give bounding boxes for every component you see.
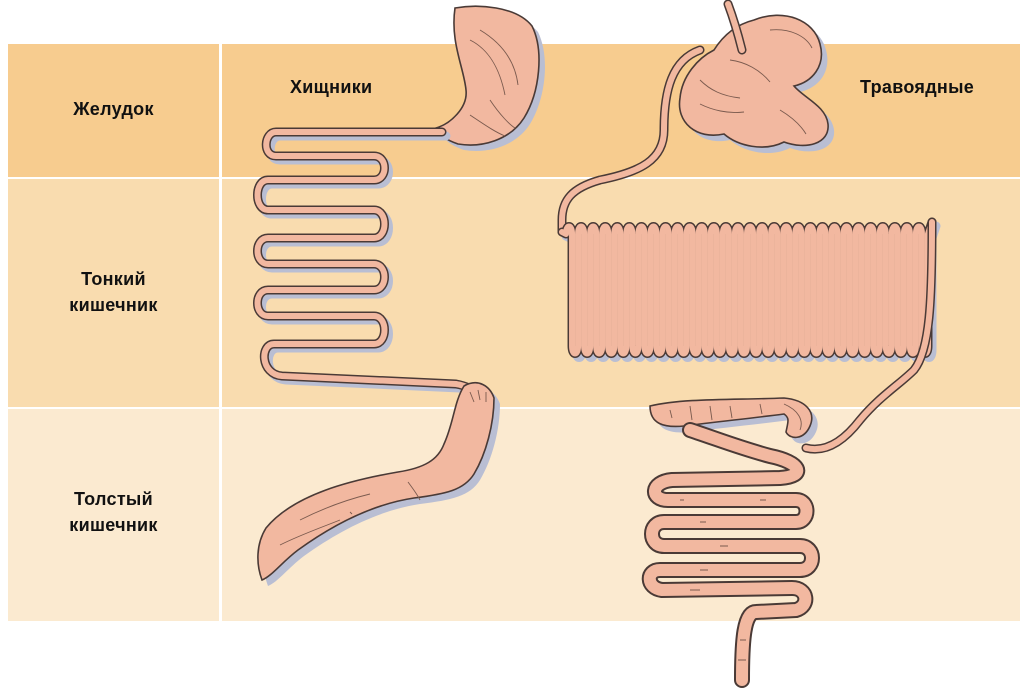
herbivore-ileum [801, 217, 937, 454]
row-label-large-intestine: Толстый кишечник [8, 486, 219, 538]
row-label-stomach: Желудок [8, 96, 219, 122]
large-intestine-row-band [8, 409, 1020, 621]
row-label-small-intestine-line2: кишечник [69, 295, 158, 315]
herbivore-duodenum [557, 45, 705, 237]
column-header-herbivores: Травоядные [860, 77, 975, 97]
row-label-small-intestine-line1: Тонкий [81, 269, 146, 289]
herbivore-large-intestine [641, 397, 820, 688]
row-label-small-intestine: Тонкий кишечник [8, 266, 219, 318]
row-label-stomach-line1: Желудок [73, 99, 154, 119]
column-header-carnivores: Хищники [290, 77, 373, 97]
carnivore-tract [253, 5, 545, 586]
herbivore-small-intestine [557, 217, 941, 362]
carnivore-large-intestine [257, 382, 500, 586]
herbivore-stomach [678, 0, 835, 154]
row-label-large-intestine-line1: Толстый [74, 489, 153, 509]
carnivore-stomach [434, 5, 545, 151]
herbivore-tract [557, 0, 941, 688]
carnivore-small-intestine [253, 127, 489, 413]
column-divider [219, 44, 222, 621]
row-label-large-intestine-line2: кишечник [69, 515, 158, 535]
